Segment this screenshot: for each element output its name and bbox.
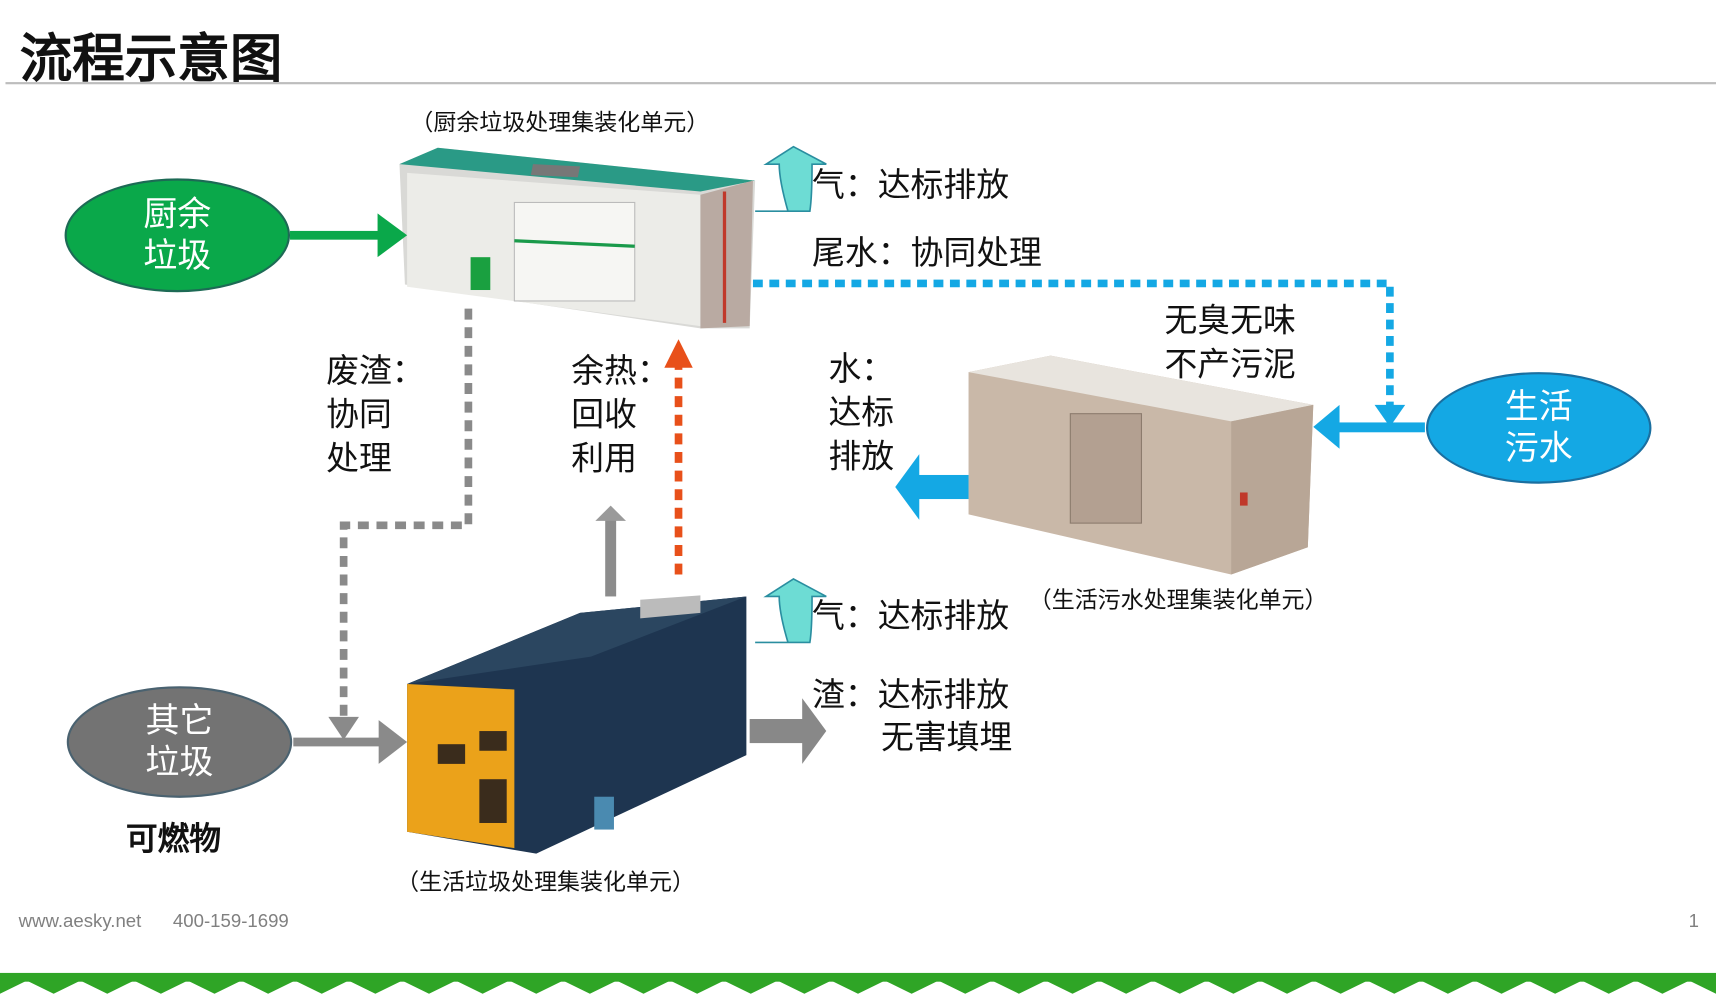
kitchen-gas-label: 气：达标排放	[812, 166, 1010, 205]
tail-water-dotted-path	[752, 279, 1406, 427]
sewage-line2: 污水	[1504, 429, 1573, 469]
other-waste-node: 其它 垃圾	[66, 686, 293, 798]
footer-website: www.aesky.net	[18, 910, 142, 932]
water-line2: 达标	[828, 393, 895, 433]
domestic-unit-caption: （生活垃圾处理集装化单元）	[396, 868, 695, 896]
kitchen-unit-container-image	[399, 147, 756, 329]
slag-label-line2: 无害填埋	[880, 719, 1013, 758]
page-title: 流程示意图	[19, 28, 283, 90]
kitchen-input-arrow	[290, 213, 408, 258]
residue-line2: 协同	[326, 396, 392, 435]
gas-emission-arrow-top	[755, 145, 827, 213]
slag-label-line1: 渣：达标排放	[812, 676, 1010, 715]
water-discharge-arrow	[895, 454, 969, 520]
sewage-unit-caption: （生活污水处理集装化单元）	[1028, 586, 1328, 613]
no-odor-line1: 无臭无味	[1164, 302, 1296, 341]
no-odor-label: 无臭无味 不产污泥	[1164, 300, 1295, 388]
sewage-node: 生活 污水	[1426, 372, 1652, 484]
other-waste-line2: 垃圾	[145, 743, 214, 783]
kitchen-unit-caption: （厨余垃圾处理集装化单元）	[410, 109, 710, 136]
kitchen-waste-line1: 厨余	[143, 194, 212, 235]
water-line1: 水：	[828, 350, 895, 389]
domestic-gas-label: 气：达标排放	[812, 597, 1010, 636]
sewage-unit-container-image	[968, 355, 1314, 575]
kitchen-waste-line2: 垃圾	[143, 236, 212, 276]
sewage-input-arrow	[1313, 404, 1425, 449]
water-line3: 排放	[828, 437, 895, 477]
title-divider	[5, 82, 1716, 85]
combustible-label: 可燃物	[125, 819, 222, 857]
other-waste-input-arrow	[293, 720, 408, 764]
heat-dotted-path	[664, 339, 693, 575]
residue-line3: 处理	[326, 439, 392, 479]
slag-discharge-arrow	[749, 698, 827, 764]
gas-emission-arrow-bottom	[755, 577, 827, 644]
heat-line2: 回收	[571, 396, 637, 435]
footer-phone: 400-159-1699	[172, 910, 289, 932]
heat-label: 余热： 回收 利用	[571, 350, 669, 481]
water-label: 水： 达标 排放	[828, 348, 894, 479]
page-number: 1	[1688, 910, 1700, 932]
tail-water-label: 尾水：协同处理	[812, 234, 1042, 273]
other-waste-line1: 其它	[145, 701, 214, 741]
sewage-line1: 生活	[1504, 387, 1573, 427]
kitchen-waste-node: 厨余 垃圾	[64, 178, 291, 293]
residue-line1: 废渣：	[326, 352, 425, 391]
residue-label: 废渣： 协同 处理	[326, 350, 424, 481]
domestic-unit-container-image	[407, 505, 747, 854]
heat-line1: 余热：	[571, 352, 670, 391]
heat-line3: 利用	[571, 439, 637, 479]
footer-zigzag-band	[0, 972, 1716, 994]
no-odor-line2: 不产污泥	[1164, 345, 1296, 385]
